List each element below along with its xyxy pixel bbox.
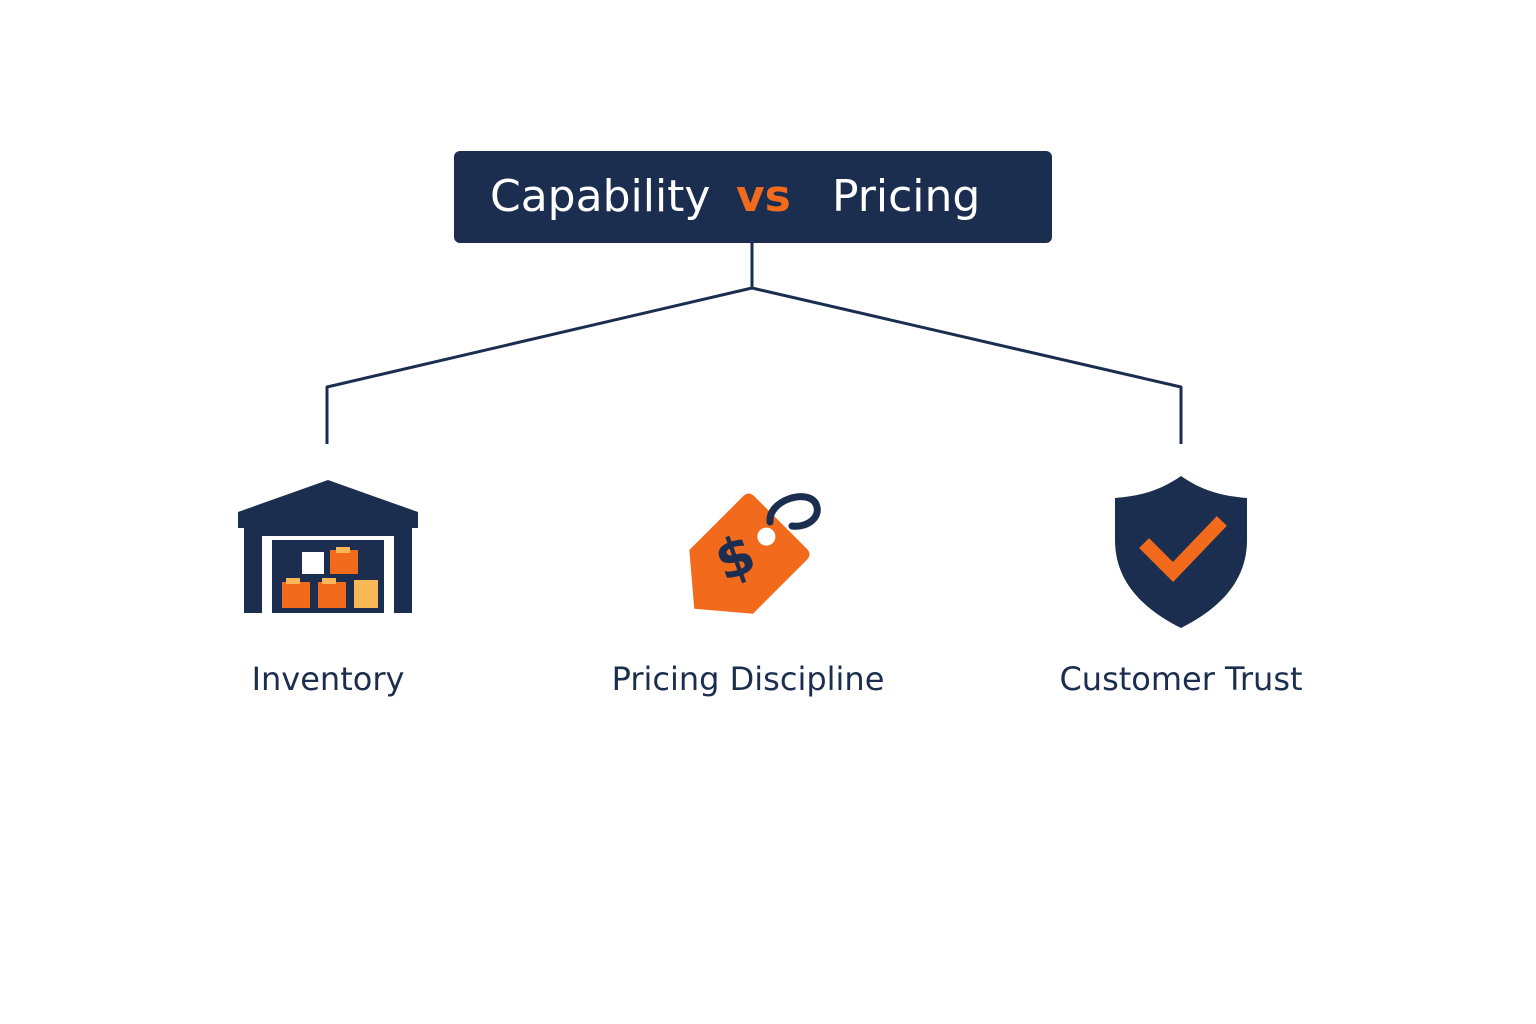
node-customer-trust: Customer Trust <box>1001 470 1361 710</box>
node-label-customer-trust: Customer Trust <box>1059 660 1303 698</box>
warehouse-icon <box>238 480 418 613</box>
node-label-pricing-discipline: Pricing Discipline <box>611 660 885 698</box>
title-pricing: Pricing <box>832 171 981 222</box>
title-capability: Capability <box>490 171 711 222</box>
node-label-inventory: Inventory <box>251 660 405 698</box>
connector-right <box>751 286 1183 444</box>
title-box: Capability vs Pricing <box>454 151 1052 243</box>
title-vs: vs <box>736 171 791 222</box>
shield-check-icon <box>1115 476 1247 628</box>
node-inventory: Inventory <box>148 470 508 710</box>
price-tag-icon: $ <box>689 493 821 614</box>
node-pricing-discipline: $ Pricing Discipline <box>568 470 928 710</box>
connector-left <box>325 286 753 444</box>
